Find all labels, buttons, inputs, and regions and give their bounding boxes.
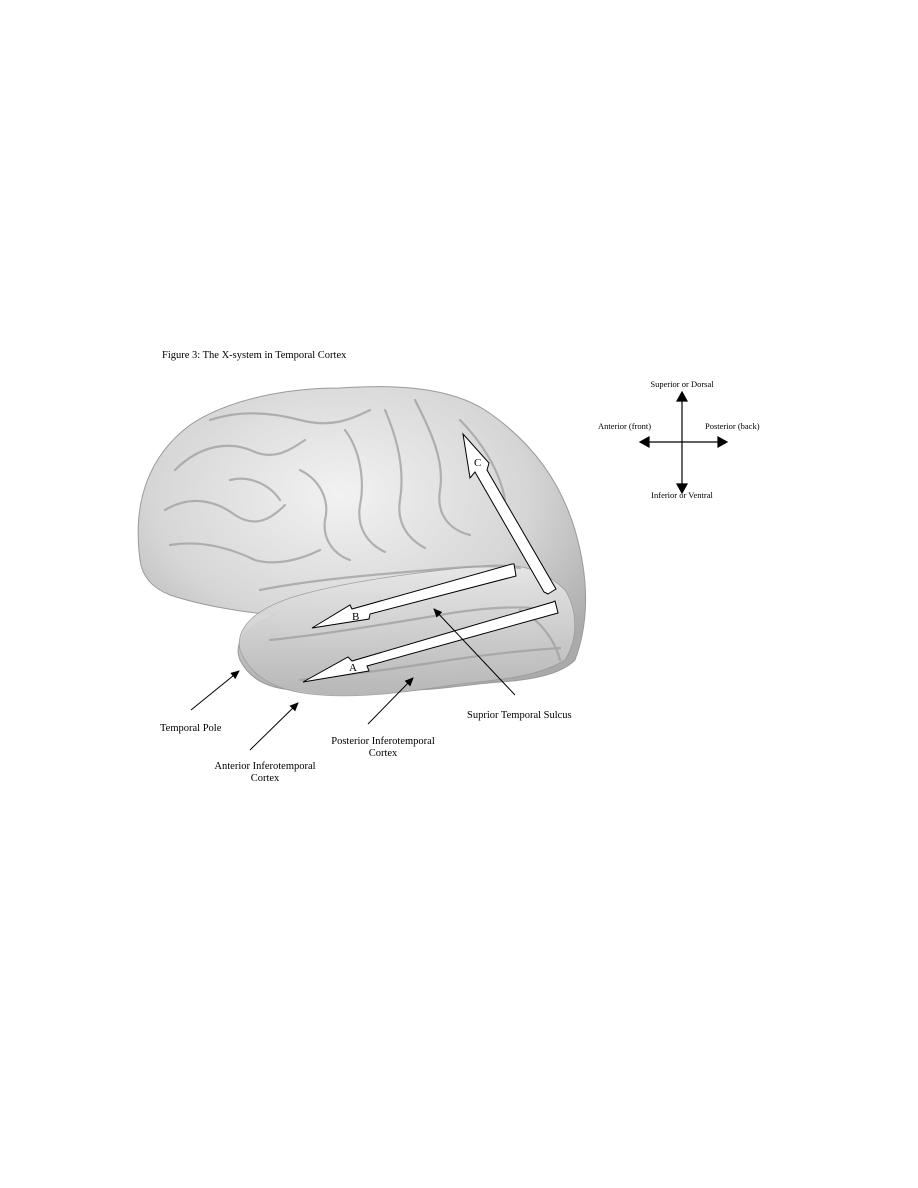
- label-temporal-pole: Temporal Pole: [160, 723, 222, 734]
- anterior-it-leader: [249, 702, 299, 751]
- label-anterior-it-line2: Cortex: [250, 773, 280, 784]
- compass-label-superior: Superior or Dorsal: [650, 379, 714, 389]
- label-anterior-it-line1: Anterior Inferotemporal: [214, 761, 316, 772]
- sts-leader: [433, 608, 516, 696]
- arrow-up-icon: [675, 390, 689, 402]
- figure-title: Figure 3: The X-system in Temporal Corte…: [162, 350, 347, 361]
- compass-label-posterior: Posterior (back): [705, 421, 760, 431]
- pathway-arrow-a: A: [302, 600, 559, 683]
- arrow-c-label: C: [474, 457, 481, 469]
- label-posterior-it-line2: Cortex: [368, 748, 398, 759]
- arrow-down-icon: [675, 483, 689, 495]
- posterior-it-leader: [367, 677, 414, 725]
- leader-lines: [190, 608, 516, 751]
- label-posterior-it-line1: Posterior Inferotemporal: [331, 736, 435, 747]
- label-anterior-inferotemporal: Anterior Inferotemporal Cortex: [200, 761, 330, 785]
- arrow-a-label: A: [349, 662, 357, 674]
- label-posterior-inferotemporal: Posterior Inferotemporal Cortex: [318, 736, 448, 760]
- label-superior-temporal-sulcus: Suprior Temporal Sulcus: [467, 710, 572, 721]
- arrow-right-icon: [717, 435, 729, 449]
- pathway-arrow-b: B: [311, 563, 517, 629]
- orientation-compass: [638, 390, 729, 495]
- pathway-arrow-c: C: [462, 432, 557, 595]
- arrow-left-icon: [638, 435, 650, 449]
- compass-label-anterior: Anterior (front): [598, 421, 652, 431]
- arrow-b-label: B: [352, 611, 359, 623]
- compass-label-inferior: Inferior or Ventral: [651, 490, 713, 500]
- temporal-pole-leader: [190, 670, 240, 711]
